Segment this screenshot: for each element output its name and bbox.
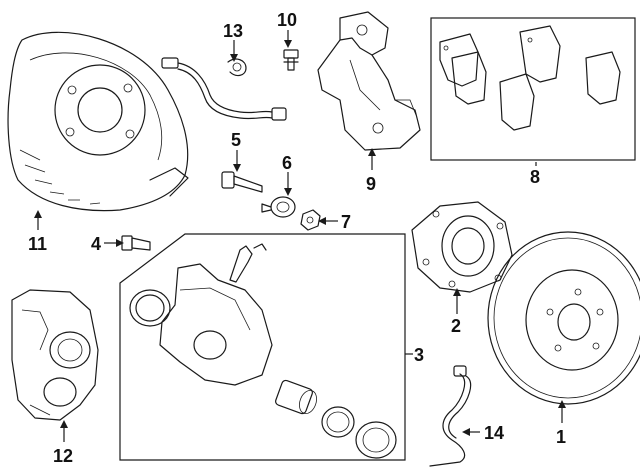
callout-2: 2 bbox=[451, 316, 461, 336]
caliper-assembly-12 bbox=[11, 289, 99, 421]
callout-11: 11 bbox=[28, 234, 47, 254]
brake-pads-8 bbox=[430, 17, 636, 161]
callout-12: 12 bbox=[53, 446, 73, 466]
bolt-4 bbox=[121, 235, 151, 251]
caliper-kit-3 bbox=[119, 233, 406, 461]
hub-bearing-2 bbox=[411, 201, 513, 293]
callout-13: 13 bbox=[223, 21, 243, 41]
callout-labels: 1 2 3 4 5 6 7 8 9 10 11 12 13 14 bbox=[28, 10, 566, 466]
callout-3: 3 bbox=[414, 345, 424, 365]
callout-7: 7 bbox=[341, 212, 351, 232]
brake-rotor-1 bbox=[487, 231, 640, 405]
bleeder-bolt-10 bbox=[283, 49, 299, 71]
callout-14: 14 bbox=[484, 423, 504, 443]
guide-pin-5 bbox=[221, 171, 263, 193]
callout-4: 4 bbox=[91, 234, 101, 254]
caliper-bracket-9 bbox=[317, 11, 421, 151]
nut-7 bbox=[300, 209, 321, 231]
callout-9: 9 bbox=[366, 174, 376, 194]
pin-boot-6 bbox=[261, 196, 296, 218]
callout-5: 5 bbox=[231, 130, 241, 150]
brake-hose-13 bbox=[161, 57, 287, 121]
callout-1: 1 bbox=[556, 427, 566, 447]
callout-6: 6 bbox=[282, 153, 292, 173]
callout-10: 10 bbox=[277, 10, 297, 30]
callout-8: 8 bbox=[530, 167, 540, 187]
abs-sensor-14 bbox=[429, 365, 472, 467]
leader-lines bbox=[34, 30, 566, 442]
dust-shield-11 bbox=[7, 31, 189, 212]
